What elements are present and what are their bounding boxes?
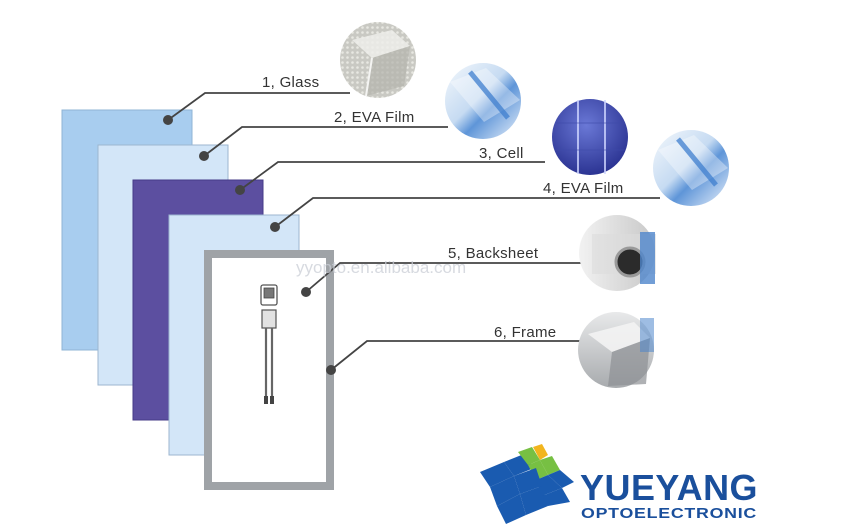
leader-line-backsheet (305, 262, 585, 293)
leader-line-glass (167, 92, 350, 121)
brand-name: YUEYANG (580, 467, 758, 508)
company-logo (480, 444, 574, 524)
glass-sample-icon (340, 22, 416, 98)
frame-sample-icon (578, 312, 654, 388)
brand-subtitle: OPTOELECTRONIC (581, 506, 757, 522)
leader-line-frame (330, 340, 585, 371)
leader-dots (163, 115, 336, 375)
junction-box-icon (260, 284, 278, 404)
layer-label-eva-film-1: 2, EVA Film (334, 109, 415, 126)
eva-film-sample-icon-1 (445, 63, 521, 139)
leader-line-eva-film-1 (203, 126, 448, 157)
layer-label-eva-film-2: 4, EVA Film (543, 180, 624, 197)
layer-label-glass: 1, Glass (262, 74, 319, 91)
leader-lines (167, 92, 660, 371)
watermark-text: yyopto.en.alibaba.com (296, 258, 466, 277)
cell-sample-icon (552, 99, 628, 175)
leader-dot-eva-film-2 (270, 222, 280, 232)
leader-dot-eva-film-1 (199, 151, 209, 161)
eva-film-sample-icon-2 (653, 130, 729, 206)
backsheet-sample-icon (579, 215, 656, 291)
panel-stack (61, 109, 334, 490)
layer-label-backsheet: 5, Backsheet (448, 245, 539, 262)
leader-dot-backsheet (301, 287, 311, 297)
layer-label-cell: 3, Cell (479, 145, 524, 162)
leader-line-eva-film-2 (274, 197, 660, 228)
leader-dot-cell (235, 185, 245, 195)
leader-line-cell (239, 161, 545, 191)
layer-label-frame: 6, Frame (494, 324, 556, 341)
leader-dot-glass (163, 115, 173, 125)
leader-dot-frame (326, 365, 336, 375)
